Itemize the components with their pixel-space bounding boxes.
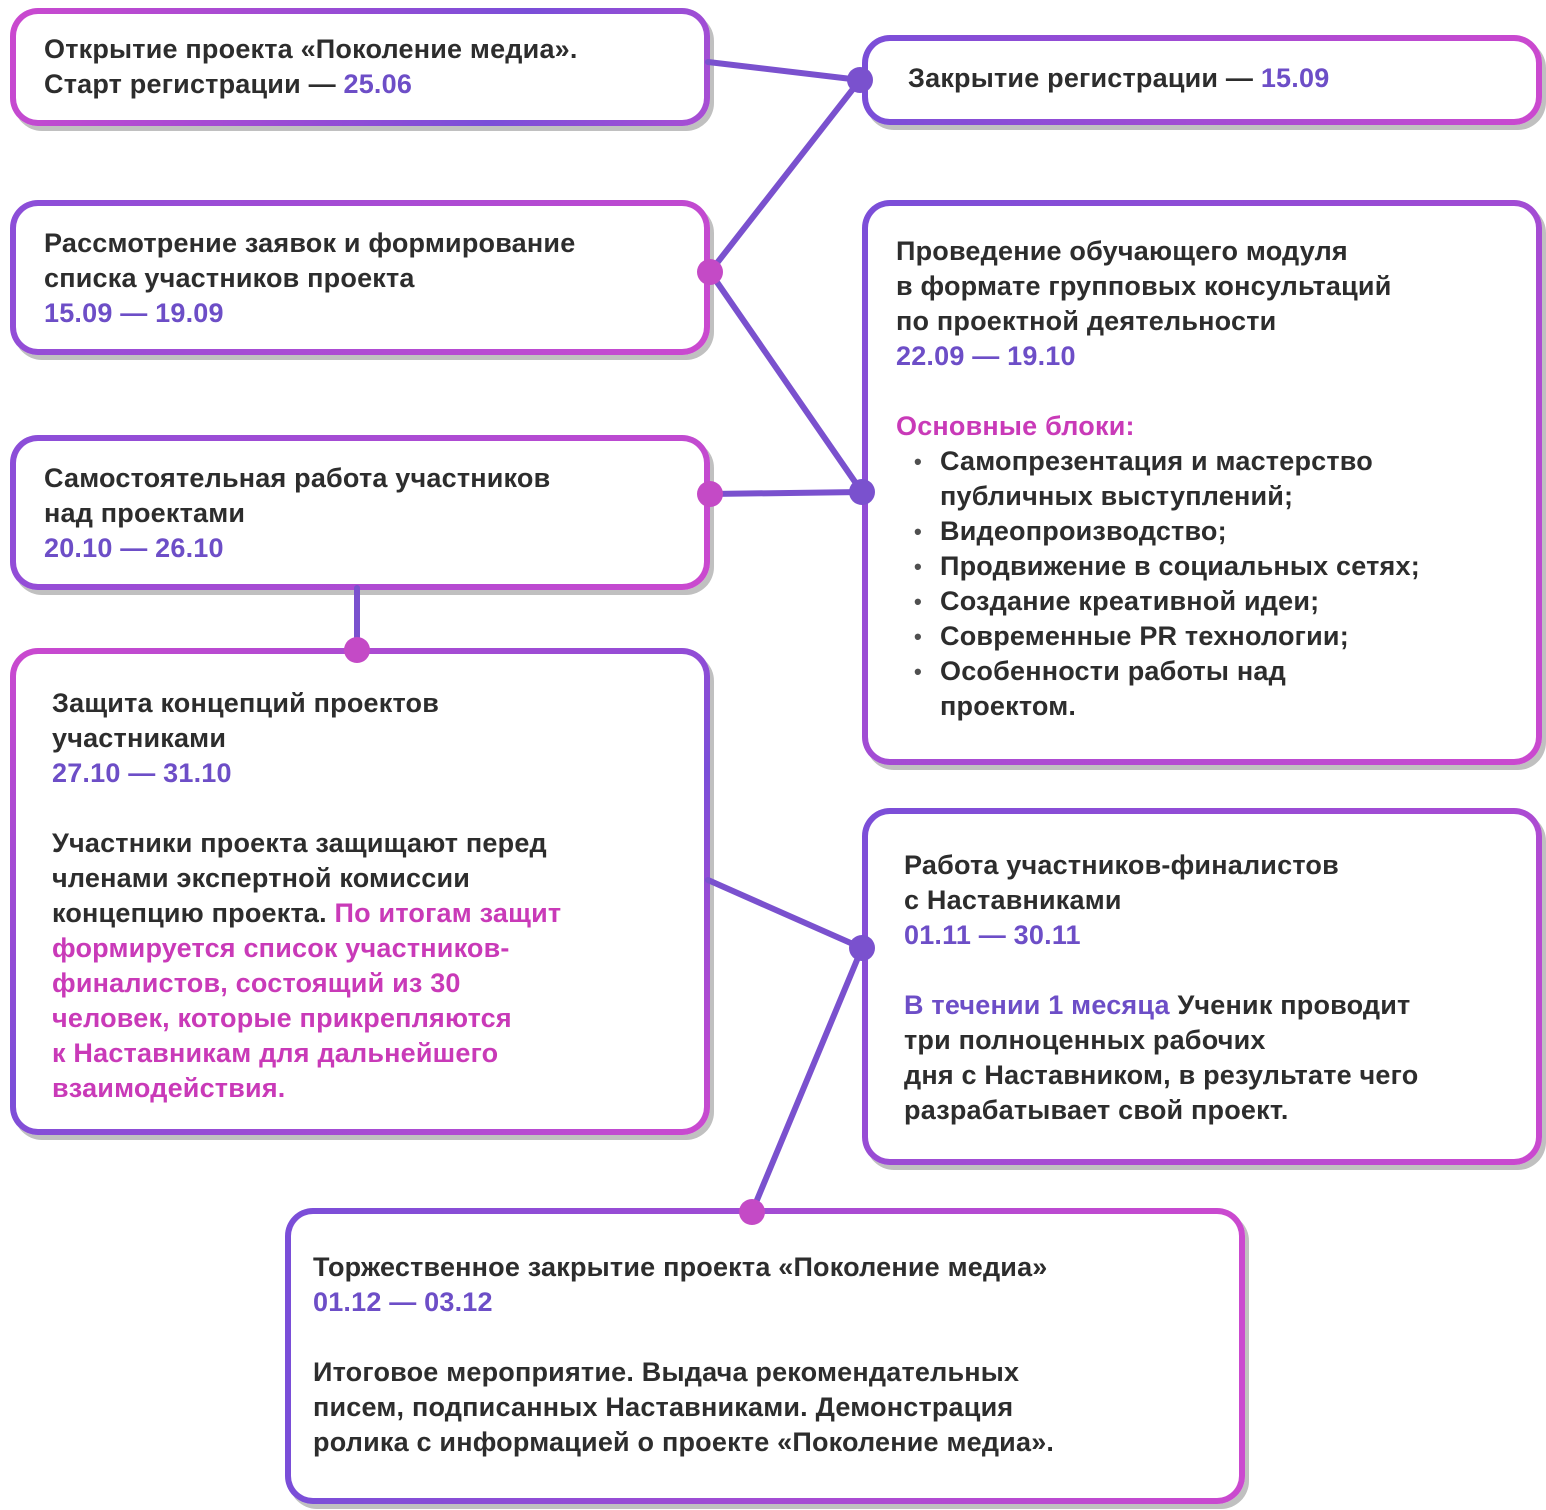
stage-body: В течении 1 месяца Ученик проводит три п… [904,988,1500,1128]
bullet-item: • Особенности работы над проектом. [914,654,1508,724]
title-text: Закрытие регистрации — [908,63,1261,93]
bullet-text: Продвижение в социальных сетях; [940,551,1420,581]
spacer [896,374,1508,409]
body-highlight: В течении 1 месяца [904,990,1178,1020]
bullet-dot: • [914,519,922,544]
stage-title: Торжественное закрытие проекта «Поколени… [313,1252,1048,1282]
stage-training-box: Проведение обучающего модуля в формате г… [862,200,1542,765]
stage-title: Работа участников-финалистов с Наставник… [904,850,1339,915]
bullet-item: • Современные PR технологии; [914,619,1508,654]
stage-date: 01.11 — 30.11 [904,920,1081,950]
spacer [904,953,1500,988]
spacer [313,1320,1217,1355]
stage-registration-close-content: Закрытие регистрации — 15.09 [868,41,1536,119]
bullet-dot: • [914,624,922,649]
stage-opening-content: Открытие проекта «Поколение медиа». Стар… [16,14,704,120]
connector-line [705,59,863,83]
stage-registration-close-box: Закрытие регистрации — 15.09 [862,35,1542,125]
body-text: Участники проекта защищают перед членами… [52,828,547,928]
stage-independent-work-box: Самостоятельная работа участников над пр… [10,435,710,590]
stage-date: 15.09 [1260,63,1330,93]
stage-applications-content: Рассмотрение заявок и формирование списк… [16,206,704,349]
bullet-text: Создание креативной идеи; [940,586,1320,616]
stage-applications-box: Рассмотрение заявок и формирование списк… [10,200,710,355]
stage-title: Самостоятельная работа участников над пр… [44,463,551,528]
stage-title: Открытие проекта «Поколение медиа». [44,34,578,64]
stage-independent-work-content: Самостоятельная работа участников над пр… [16,441,704,584]
stage-defense-box: Защита концепций проектов участниками 27… [10,648,710,1135]
bullet-text: Видеопроизводство; [940,516,1227,546]
bullet-dot: • [914,449,922,474]
stage-date: 27.10 — 31.10 [52,758,232,788]
bullet-text: Самопрезентация и мастерство публичных в… [940,446,1373,511]
bullet-list: • Самопрезентация и мастерство публичных … [914,444,1508,724]
bullet-item: • Самопрезентация и мастерство публичных … [914,444,1508,514]
connector-line [707,77,863,275]
bullet-item: • Продвижение в социальных сетях; [914,549,1508,584]
connector-line [705,877,865,951]
connector-line [707,489,865,497]
bullet-item: • Видеопроизводство; [914,514,1508,549]
stage-body: Итоговое мероприятие. Выдача рекомендате… [313,1357,1055,1457]
stage-mentors-content: Работа участников-финалистов с Наставник… [868,814,1536,1159]
stage-body: Участники проекта защищают перед членами… [52,826,668,1106]
bullet-dot: • [914,659,922,684]
bullet-dot: • [914,589,922,614]
subtitle-text: Старт регистрации — [44,69,344,99]
bullet-text: Особенности работы над проектом. [940,656,1286,721]
stage-closing-box: Торжественное закрытие проекта «Поколени… [285,1208,1245,1504]
stage-title: Проведение обучающего модуля в формате г… [896,236,1392,336]
bullet-item: • Создание креативной идеи; [914,584,1508,619]
spacer [52,791,668,826]
body-highlight: По итогам защит формируется список участ… [52,898,562,1103]
stage-title: Закрытие регистрации — 15.09 [908,61,1496,96]
stage-date: 20.10 — 26.10 [44,533,224,563]
connector-line [707,269,865,495]
bullet-text: Современные PR технологии; [940,621,1349,651]
blocks-heading: Основные блоки: [896,411,1135,441]
stage-training-content: Проведение обучающего модуля в формате г… [868,206,1536,759]
stage-date: 25.06 [343,69,413,99]
stage-date: 22.09 — 19.10 [896,341,1076,371]
stage-date: 15.09 — 19.09 [44,298,224,328]
stage-opening-box: Открытие проекта «Поколение медиа». Стар… [10,8,710,126]
body-text: Ученик проводит три полноценных рабочих … [904,990,1419,1125]
stage-defense-content: Защита концепций проектов участниками 27… [16,654,704,1129]
stage-date: 01.12 — 03.12 [313,1287,493,1317]
connector-line [749,945,865,1215]
stage-title: Защита концепций проектов участниками [52,688,440,753]
bullet-dot: • [914,554,922,579]
stage-mentors-box: Работа участников-финалистов с Наставник… [862,808,1542,1165]
stage-subtitle: Старт регистрации — 25.06 [44,67,676,102]
stage-title: Рассмотрение заявок и формирование списк… [44,228,576,293]
stage-closing-content: Торжественное закрытие проекта «Поколени… [291,1214,1239,1498]
